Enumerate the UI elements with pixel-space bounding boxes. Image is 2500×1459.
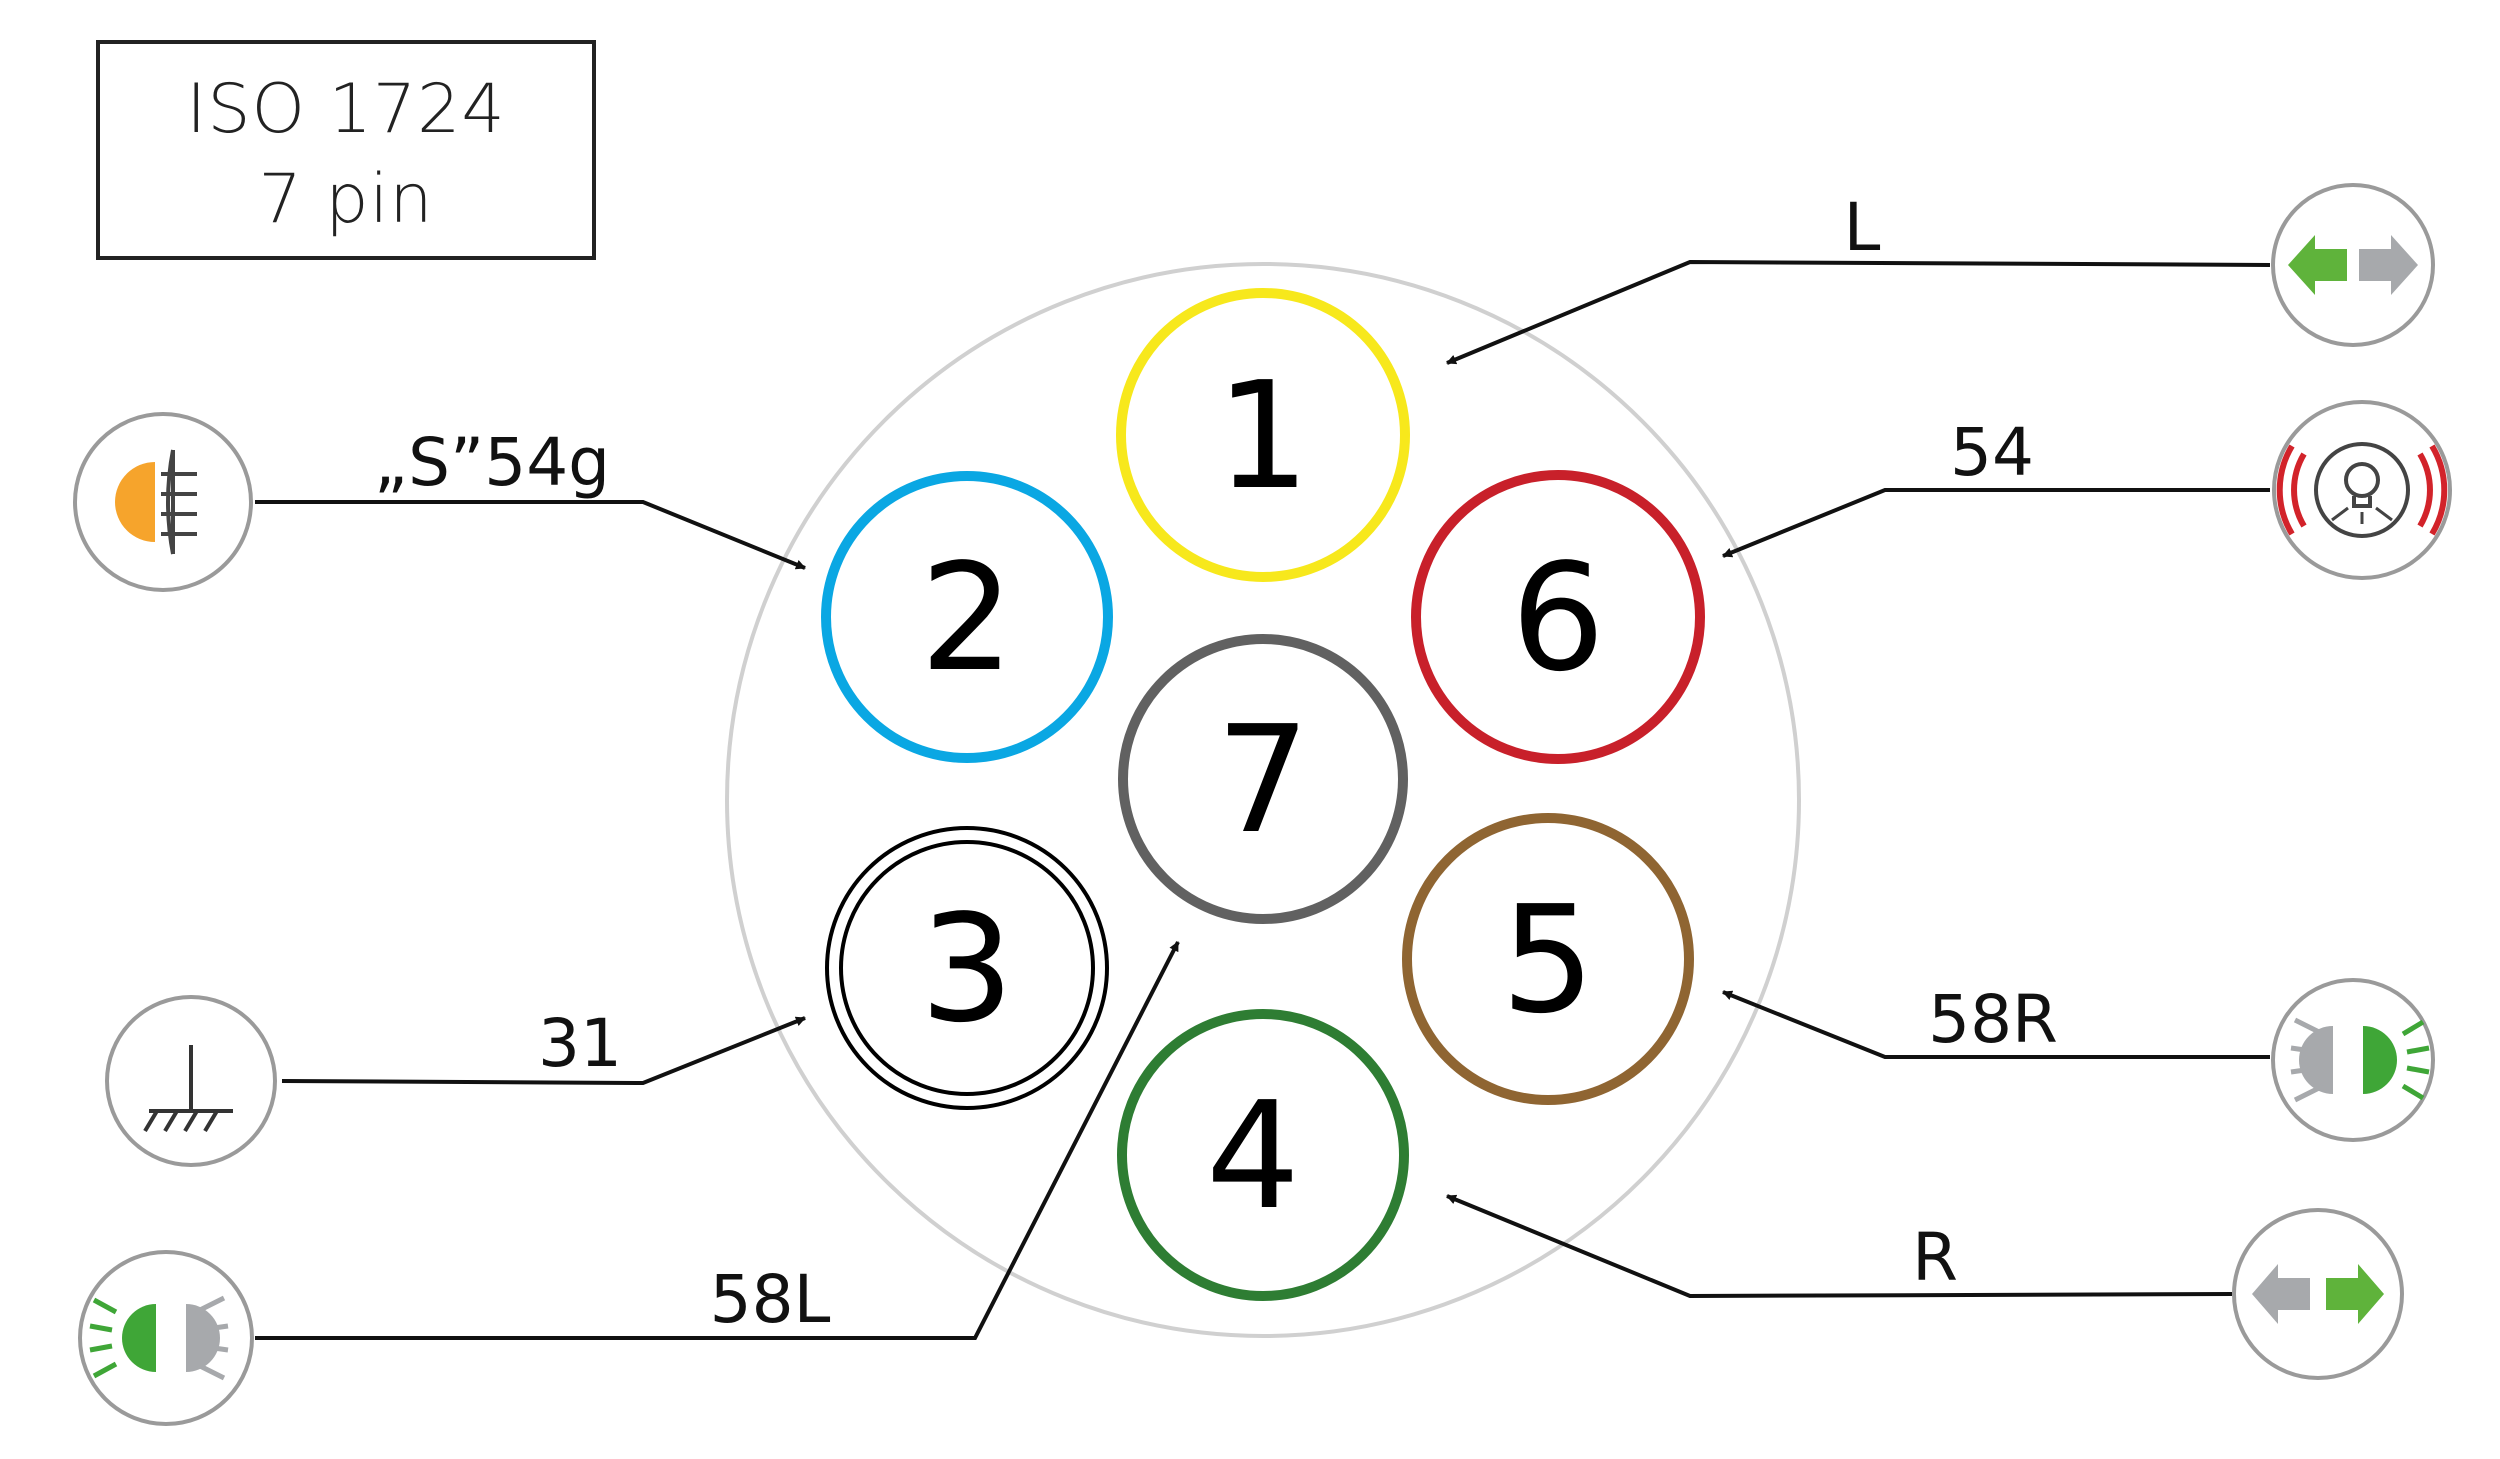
wire-pin-7 [255, 941, 1180, 1340]
wire-pin-4 [1446, 1194, 2233, 1299]
pin-6-ring [1411, 470, 1705, 764]
wire-pin-5 [1722, 990, 2270, 1059]
pin-1: 1 [1116, 288, 1410, 582]
title-line-1: ISO 1724 [186, 70, 505, 149]
connector-outline [725, 262, 1801, 1338]
pin-5-number: 5 [1501, 874, 1595, 1046]
pin-6-number: 6 [1511, 532, 1605, 704]
pin-4-number: 4 [1206, 1070, 1300, 1242]
rear-fog-light-icon [73, 412, 253, 592]
pin-4-ring [1117, 1009, 1409, 1301]
pin-2: 2 [821, 471, 1113, 763]
wire-pin-2 [255, 500, 806, 570]
left-side-lights-icon [78, 1250, 254, 1426]
title-line-2: 7 pin [258, 160, 433, 239]
label-pin-6: 54 [1950, 414, 2034, 491]
ground-icon [105, 995, 277, 1167]
label-pin-2: „S”54g [374, 424, 610, 501]
wire-pin-3 [281, 1016, 806, 1086]
pin-3-number: 3 [920, 883, 1014, 1055]
right-turn-signal-icon [2232, 1208, 2404, 1380]
label-pin-1: L [1844, 189, 1881, 266]
label-pin-4: R [1912, 1219, 1958, 1296]
wire-pin-6 [1722, 488, 2270, 558]
pin-2-ring [821, 471, 1113, 763]
brake-light-icon [2272, 400, 2452, 580]
pin-7: 7 [1118, 634, 1408, 924]
wire-pin-1 [1446, 259, 2271, 365]
pin-2-number: 2 [920, 532, 1014, 704]
pin-6: 6 [1411, 470, 1705, 764]
label-pin-3: 31 [538, 1005, 622, 1082]
title-box: ISO 1724 7 pin [96, 40, 596, 260]
label-pin-5: 58R [1928, 981, 2058, 1058]
left-turn-signal-icon [2271, 183, 2435, 347]
label-pin-7: 58L [710, 1261, 831, 1338]
pin-3-ring-outer [825, 826, 1109, 1110]
pin-3: 3 [825, 826, 1109, 1110]
pin-5-ring [1402, 813, 1694, 1105]
pin-7-number: 7 [1216, 694, 1310, 866]
pin-5: 5 [1402, 813, 1694, 1105]
pin-1-ring [1116, 288, 1410, 582]
pin-4: 4 [1117, 1009, 1409, 1301]
pin-3-ring-inner [839, 840, 1095, 1096]
pin-7-ring [1118, 634, 1408, 924]
pin-1-number: 1 [1216, 350, 1310, 522]
right-side-lights-icon [2271, 978, 2435, 1142]
